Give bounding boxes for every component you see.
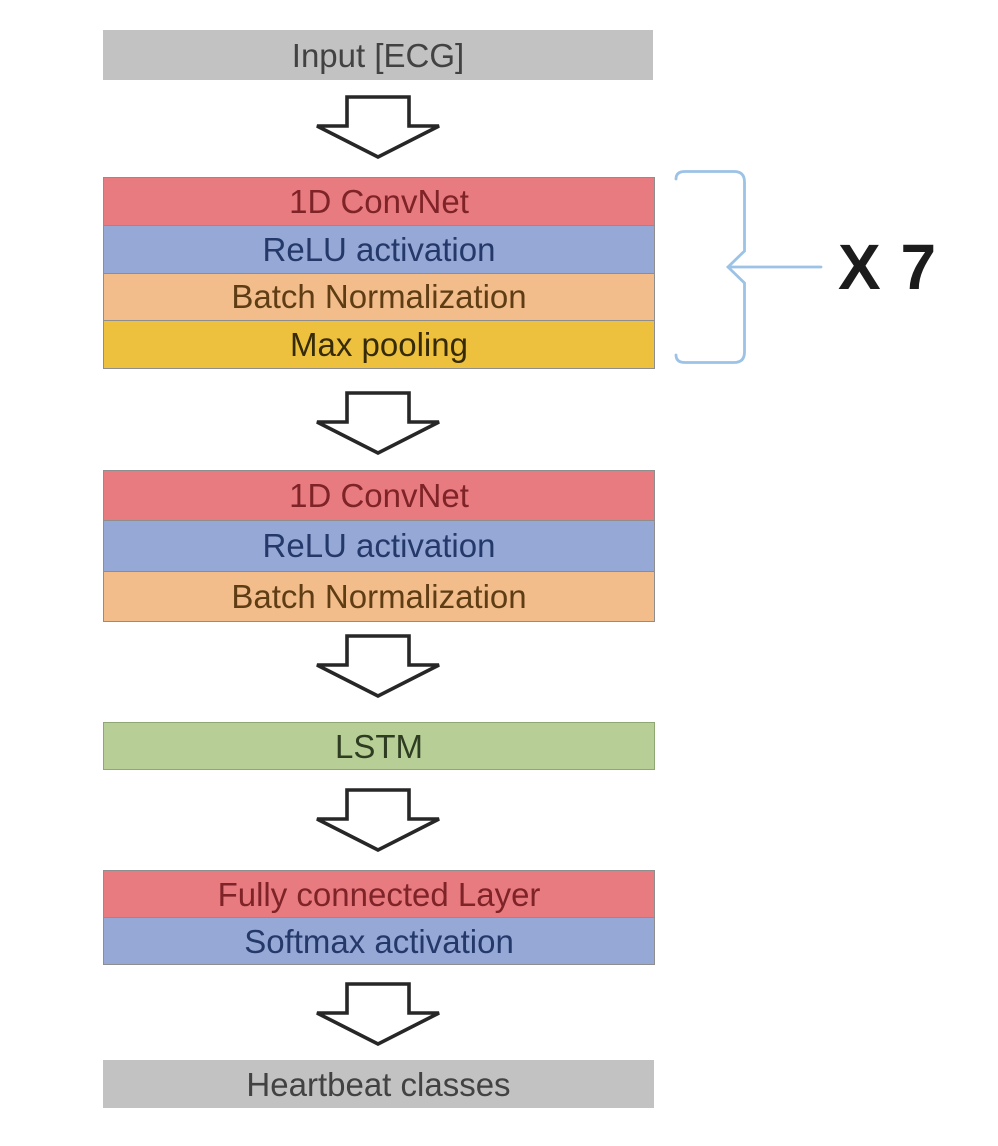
layer-relu-activation: ReLU activation: [103, 225, 655, 274]
layer-label: 1D ConvNet: [289, 477, 469, 515]
down-arrow-icon: [316, 391, 440, 455]
down-arrow-shape: [316, 788, 440, 852]
layer-label: Batch Normalization: [231, 278, 527, 316]
layer-1d-convnet: 1D ConvNet: [103, 470, 655, 522]
output-block: Fully connected Layer Softmax activation: [103, 870, 655, 965]
layer-label: ReLU activation: [262, 527, 496, 565]
down-arrow-icon: [316, 788, 440, 852]
input-ecg-label: Input [ECG]: [291, 36, 465, 74]
down-arrow-shape: [316, 391, 440, 455]
lstm-box: LSTM: [103, 722, 655, 770]
layer-label: Softmax activation: [244, 922, 514, 960]
layer-label: ReLU activation: [262, 230, 496, 268]
layer-max-pooling: Max pooling: [103, 321, 655, 369]
input-ecg-box: Input [ECG]: [103, 30, 653, 80]
layer-batch-normalization: Batch Normalization: [103, 273, 655, 322]
down-arrow-shape: [316, 95, 440, 159]
repeat-bracket-icon: [674, 170, 823, 364]
repeat-bracket-path: [674, 170, 823, 364]
layer-batch-normalization: Batch Normalization: [103, 571, 655, 622]
layer-fully-connected: Fully connected Layer: [103, 870, 655, 918]
heartbeat-classes-box: Heartbeat classes: [103, 1060, 654, 1108]
layer-label: Batch Normalization: [231, 577, 527, 615]
conv-block-1: 1D ConvNet ReLU activation Batch Normali…: [103, 177, 655, 369]
layer-label: Max pooling: [290, 326, 468, 364]
repeat-count-label: X 7: [838, 231, 938, 303]
down-arrow-icon: [316, 95, 440, 159]
heartbeat-classes-label: Heartbeat classes: [246, 1065, 511, 1103]
down-arrow-shape: [316, 982, 440, 1046]
layer-label: 1D ConvNet: [289, 182, 469, 220]
down-arrow-shape: [316, 634, 440, 698]
layer-1d-convnet: 1D ConvNet: [103, 177, 655, 226]
layer-softmax-activation: Softmax activation: [103, 918, 655, 965]
down-arrow-icon: [316, 982, 440, 1046]
lstm-label: LSTM: [334, 727, 423, 765]
down-arrow-icon: [316, 634, 440, 698]
layer-label: Fully connected Layer: [217, 875, 541, 913]
conv-block-2: 1D ConvNet ReLU activation Batch Normali…: [103, 470, 655, 622]
layer-relu-activation: ReLU activation: [103, 521, 655, 572]
